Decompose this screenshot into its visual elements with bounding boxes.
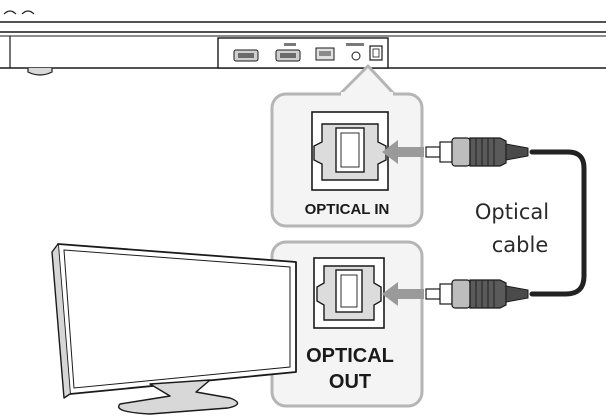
- cable-label-line1: Optical: [475, 200, 549, 224]
- optical-cable: Optical cable: [425, 137, 587, 309]
- optical-out-callout: OPTICAL OUT: [270, 240, 424, 408]
- optical-in-callout: OPTICAL IN: [270, 64, 424, 228]
- cable-connector-top: [425, 137, 529, 167]
- optical-out-label-word1: OPTICAL: [306, 345, 394, 367]
- cable-wire: [529, 149, 587, 297]
- cable-connector-bottom: [425, 279, 529, 309]
- rear-port-4: [351, 51, 361, 61]
- cable-label-line2: cable: [492, 233, 549, 257]
- arrow-into-optical-in: [382, 140, 424, 164]
- optical-out-port: [313, 257, 385, 329]
- tv-stand: [118, 379, 239, 415]
- television: [51, 243, 297, 415]
- optical-out-label-word2: OUT: [329, 371, 371, 393]
- tv-screen: [57, 243, 297, 395]
- insert-arrows: [382, 140, 424, 306]
- optical-in-label: OPTICAL IN: [305, 201, 390, 218]
- sound-bar-top-detail: [3, 10, 35, 15]
- sound-bar: [0, 10, 606, 76]
- arrow-into-optical-out: [382, 282, 424, 306]
- optical-in-port: [311, 111, 389, 191]
- optical-out-label-line1: OPTICAL OUT: [306, 345, 394, 393]
- callout-pointer: [336, 64, 398, 98]
- sound-bar-foot: [27, 68, 53, 76]
